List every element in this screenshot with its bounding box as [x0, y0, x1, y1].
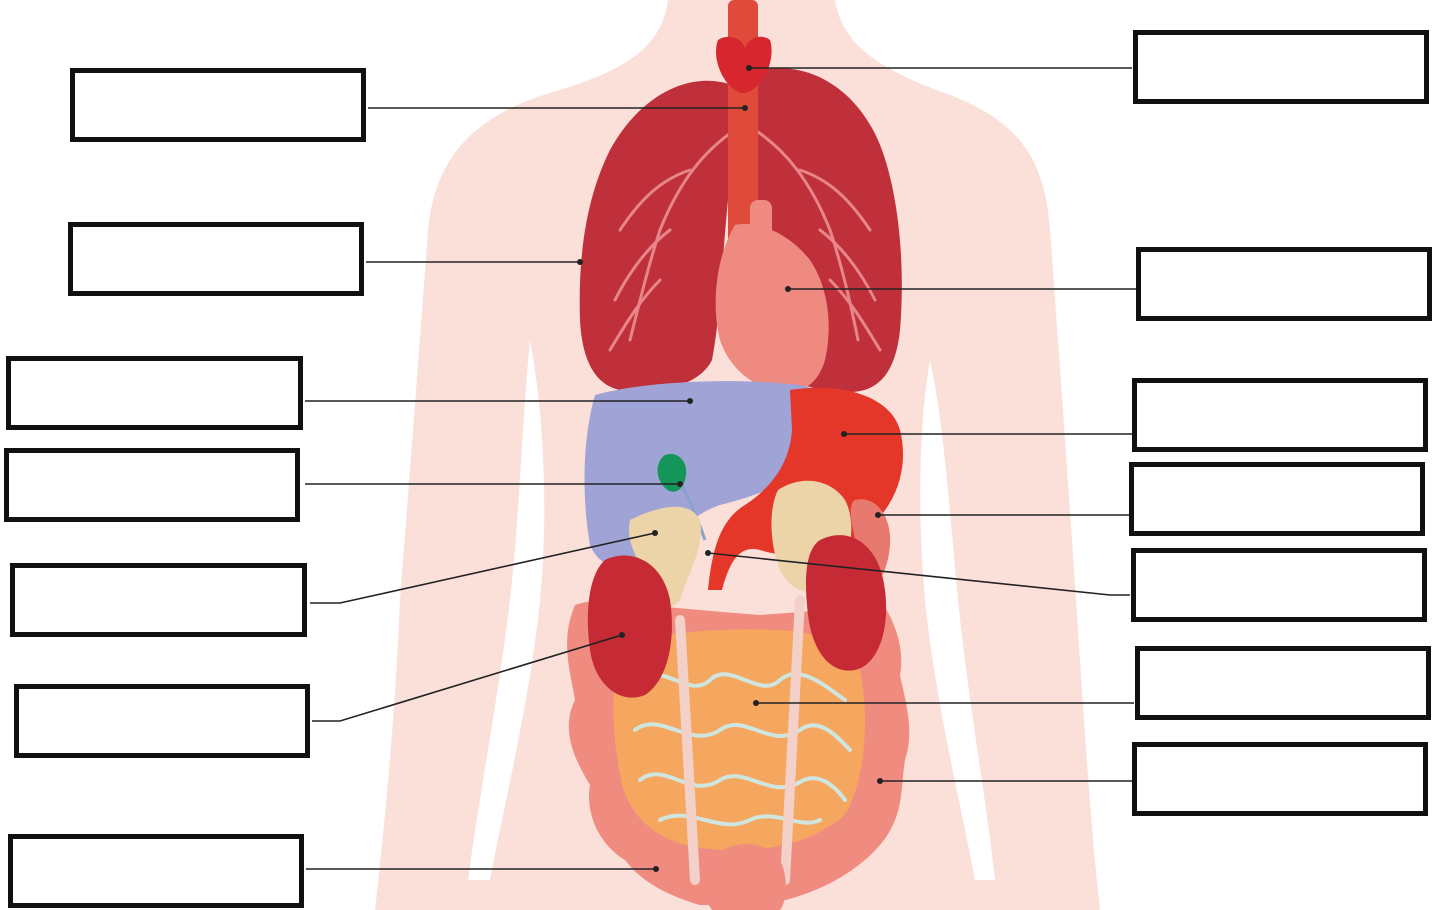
label-box-gallbladder[interactable] [4, 448, 300, 522]
label-box-liver[interactable] [6, 356, 303, 430]
label-box-trachea[interactable] [70, 68, 366, 142]
label-box-thyroid[interactable] [1133, 30, 1429, 104]
label-box-appendix[interactable] [8, 834, 304, 908]
label-box-lung[interactable] [68, 222, 364, 296]
label-box-small-intestine[interactable] [1135, 646, 1431, 720]
label-box-large-intestine[interactable] [1132, 742, 1428, 816]
label-box-stomach[interactable] [1132, 378, 1428, 452]
right-kidney [588, 556, 672, 698]
aorta [750, 200, 772, 250]
label-box-kidney[interactable] [14, 684, 310, 758]
label-box-duodenum[interactable] [1131, 548, 1427, 622]
label-box-pancreas[interactable] [10, 563, 307, 637]
label-box-heart[interactable] [1136, 247, 1432, 321]
label-box-spleen[interactable] [1129, 462, 1425, 536]
